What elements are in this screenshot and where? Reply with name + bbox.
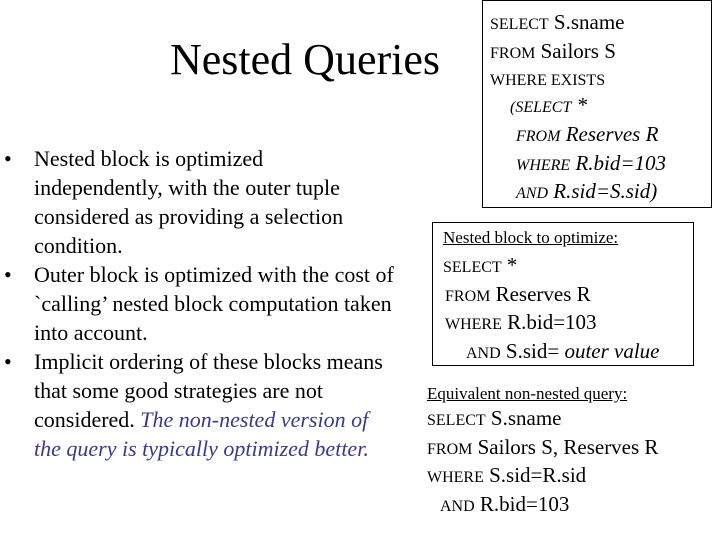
sql-keyword: WHERE bbox=[427, 469, 484, 486]
sql-keyword: FROM bbox=[516, 128, 561, 145]
equivalent-from-line: FROM Sailors S, Reserves R bbox=[427, 433, 658, 464]
sql-keyword: (SELECT bbox=[510, 99, 572, 116]
bullet-text: Nested block is optimized independently,… bbox=[34, 146, 344, 258]
sql-value: S.sname bbox=[553, 10, 625, 34]
bullet-italic-text: The non-nested version of the query is t… bbox=[34, 407, 369, 461]
sql-keyword: SELECT bbox=[443, 259, 502, 276]
equivalent-where-line: WHERE S.sid=R.sid bbox=[427, 461, 586, 492]
sql-value: R.bid=103 bbox=[507, 310, 597, 334]
sql-value: Sailors S, Reserves R bbox=[477, 435, 659, 459]
sql-keyword: SELECT bbox=[427, 412, 486, 429]
bullet-item: • Nested block is optimized independentl… bbox=[4, 144, 394, 260]
nested-block-box bbox=[432, 222, 694, 366]
equivalent-heading: Equivalent non-nested query: bbox=[427, 384, 628, 403]
sql-keyword: AND bbox=[516, 185, 548, 202]
sql-keyword: WHERE bbox=[516, 157, 571, 174]
bullet-list: • Nested block is optimized independentl… bbox=[4, 144, 394, 463]
bullet-icon: • bbox=[4, 146, 12, 171]
sql-value-italic: outer value bbox=[564, 339, 660, 363]
sql-value: * bbox=[576, 93, 588, 117]
sql-value: Sailors S bbox=[540, 39, 616, 63]
sql-keyword: WHERE EXISTS bbox=[490, 72, 606, 89]
bullet-item: • Outer block is optimized with the cost… bbox=[4, 260, 394, 347]
nested-and-line: AND S.sid= outer value bbox=[466, 337, 660, 368]
sql-value: Reserves R bbox=[565, 122, 659, 146]
bullet-icon: • bbox=[4, 262, 12, 287]
bullet-text: Outer block is optimized with the cost o… bbox=[34, 262, 394, 345]
query-from-line: FROM Sailors S bbox=[490, 37, 616, 68]
subquery-select-line: (SELECT * bbox=[510, 91, 587, 122]
sql-value: R.sid=S.sid) bbox=[553, 179, 658, 203]
bullet-item: • Implicit ordering of these blocks mean… bbox=[4, 347, 394, 463]
nested-query-box bbox=[482, 0, 712, 208]
query-where-line: WHERE EXISTS bbox=[490, 64, 605, 95]
sql-value: * bbox=[506, 253, 518, 277]
nested-block-heading: Nested block to optimize: bbox=[443, 228, 619, 247]
nested-from-line: FROM Reserves R bbox=[445, 280, 591, 311]
sql-value: S.sid= bbox=[505, 339, 560, 363]
sql-keyword: FROM bbox=[427, 441, 473, 458]
subquery-where-line: WHERE R.bid=103 bbox=[516, 149, 666, 180]
sql-keyword: SELECT bbox=[490, 16, 549, 33]
sql-keyword: WHERE bbox=[445, 316, 502, 333]
sql-keyword: FROM bbox=[445, 288, 491, 305]
sql-keyword: FROM bbox=[490, 45, 536, 62]
equivalent-select-line: SELECT S.sname bbox=[427, 404, 562, 435]
subquery-from-line: FROM Reserves R bbox=[516, 120, 658, 151]
subquery-and-line: AND R.sid=S.sid) bbox=[516, 177, 657, 208]
nested-where-line: WHERE R.bid=103 bbox=[445, 308, 597, 339]
equivalent-and-line: AND R.bid=103 bbox=[440, 490, 569, 521]
sql-value: Reserves R bbox=[495, 282, 591, 306]
sql-value: S.sname bbox=[490, 406, 562, 430]
bullet-icon: • bbox=[4, 349, 12, 374]
nested-select-line: SELECT * bbox=[443, 251, 517, 282]
sql-value: R.bid=103 bbox=[575, 151, 667, 175]
page-title: Nested Queries bbox=[170, 35, 441, 84]
bullet-text: Implicit ordering of these blocks means … bbox=[34, 349, 383, 432]
sql-keyword: AND bbox=[440, 498, 475, 515]
sql-value: R.bid=103 bbox=[479, 492, 570, 516]
sql-value: S.sid=R.sid bbox=[489, 463, 587, 487]
query-select-line: SELECT S.sname bbox=[490, 8, 625, 39]
sql-keyword: AND bbox=[466, 345, 501, 362]
